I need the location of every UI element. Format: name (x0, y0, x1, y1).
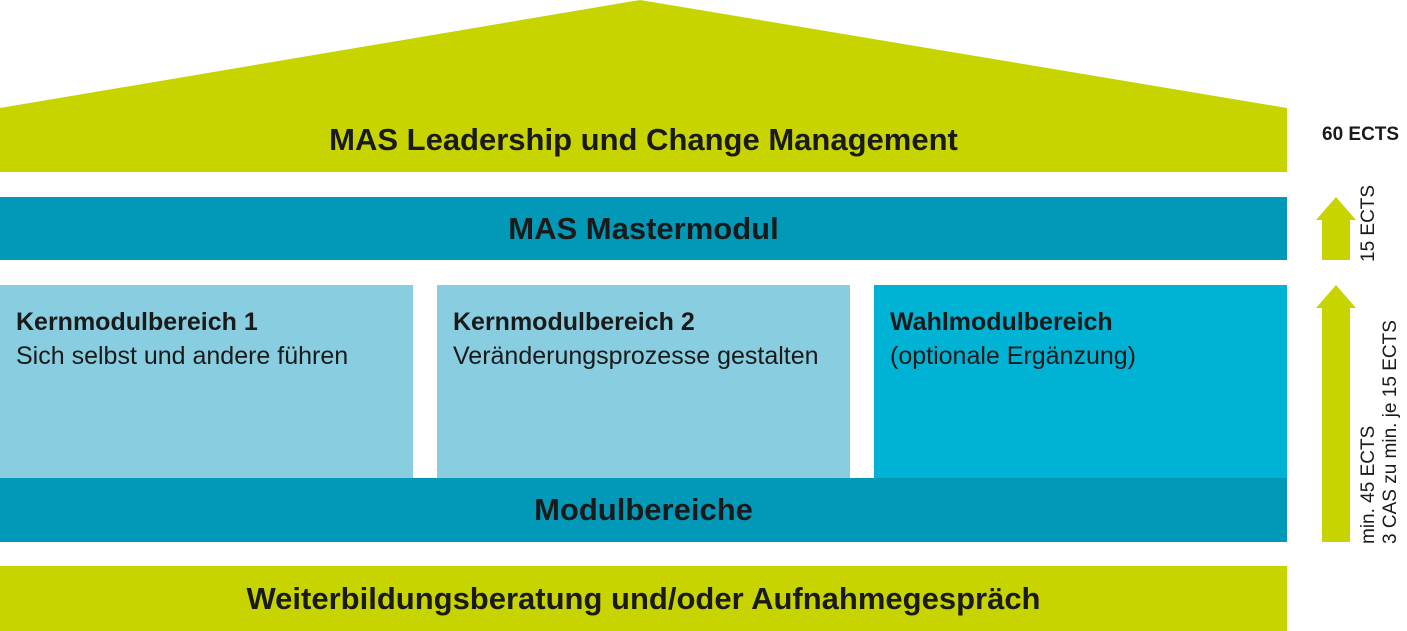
arrow-up-icon-master (1316, 197, 1356, 260)
arrow-up-icon-modules (1316, 285, 1356, 542)
module-subtitle: Veränderungsprozesse gestalten (453, 342, 819, 370)
modules-ects-line1: min. 45 ECTS (1358, 425, 1379, 544)
foundation-bar: Weiterbildungsberatung und/oder Aufnahme… (0, 566, 1287, 631)
modulbereiche-bar: Modulbereiche (0, 478, 1287, 542)
module-box-kern-1: Kernmodulbereich 1 Sich selbst und ander… (0, 285, 413, 478)
program-title: MAS Leadership und Change Management (329, 122, 958, 157)
total-ects-label: 60 ECTS (1322, 124, 1400, 145)
module-subtitle: Sich selbst und andere führen (16, 342, 349, 370)
module-title: Wahlmodulbereich (890, 308, 1113, 336)
master-module-bar: MAS Mastermodul (0, 197, 1287, 260)
modules-ects-line2: 3 CAS zu min. je 15 ECTS (1380, 320, 1401, 544)
module-box-wahl: Wahlmodulbereich (optionale Ergänzung) (874, 285, 1287, 478)
module-title: Kernmodulbereich 1 (16, 308, 258, 336)
module-box-kern-2: Kernmodulbereich 2 Veränderungsprozesse … (437, 285, 850, 478)
module-title: Kernmodulbereich 2 (453, 308, 695, 336)
module-subtitle: (optionale Ergänzung) (890, 342, 1136, 370)
master-ects-label: 15 ECTS (1358, 184, 1379, 262)
